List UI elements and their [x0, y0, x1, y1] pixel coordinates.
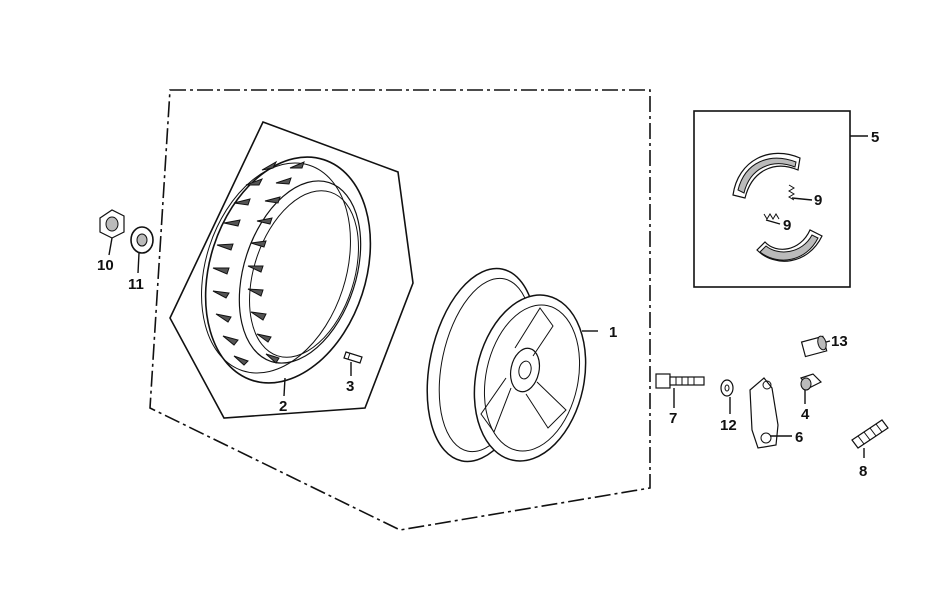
- leader-lines: [108, 135, 868, 458]
- wheel-assembly-boundary: [149, 89, 651, 531]
- callout-13: 13: [831, 333, 848, 350]
- washer-icon: [130, 226, 154, 254]
- callout-9-lower: 9: [783, 217, 791, 234]
- brake-shoe-icon: [732, 152, 823, 262]
- callout-11: 11: [128, 276, 144, 293]
- callout-5: 5: [871, 129, 879, 146]
- tire-icon: [201, 156, 372, 384]
- tire-group-boundary: [169, 120, 414, 419]
- callout-3: 3: [346, 378, 354, 395]
- rim-icon: [426, 267, 587, 463]
- callout-4: 4: [801, 406, 810, 423]
- brake-shoe-box: [693, 110, 851, 288]
- callout-10: 10: [97, 257, 114, 274]
- callout-6: 6: [795, 429, 803, 446]
- spring-icon: [851, 419, 889, 449]
- callout-labels: 1 2 3 4 5 6 7 8 9 9 10 11 12 13: [97, 129, 879, 480]
- cam-cap-icon: [799, 373, 823, 391]
- axle-nut-icon: [99, 209, 125, 239]
- valve-icon: [343, 351, 363, 364]
- callout-2: 2: [279, 398, 287, 415]
- callout-9-upper: 9: [814, 192, 822, 209]
- cam-lever-icon: [749, 377, 779, 449]
- dust-seal-icon: [800, 335, 828, 358]
- callout-8: 8: [859, 463, 867, 480]
- callout-1: 1: [609, 324, 617, 341]
- small-washer-icon: [720, 379, 734, 397]
- bolt-icon: [655, 373, 705, 389]
- callout-12: 12: [720, 417, 737, 434]
- callout-7: 7: [669, 410, 677, 427]
